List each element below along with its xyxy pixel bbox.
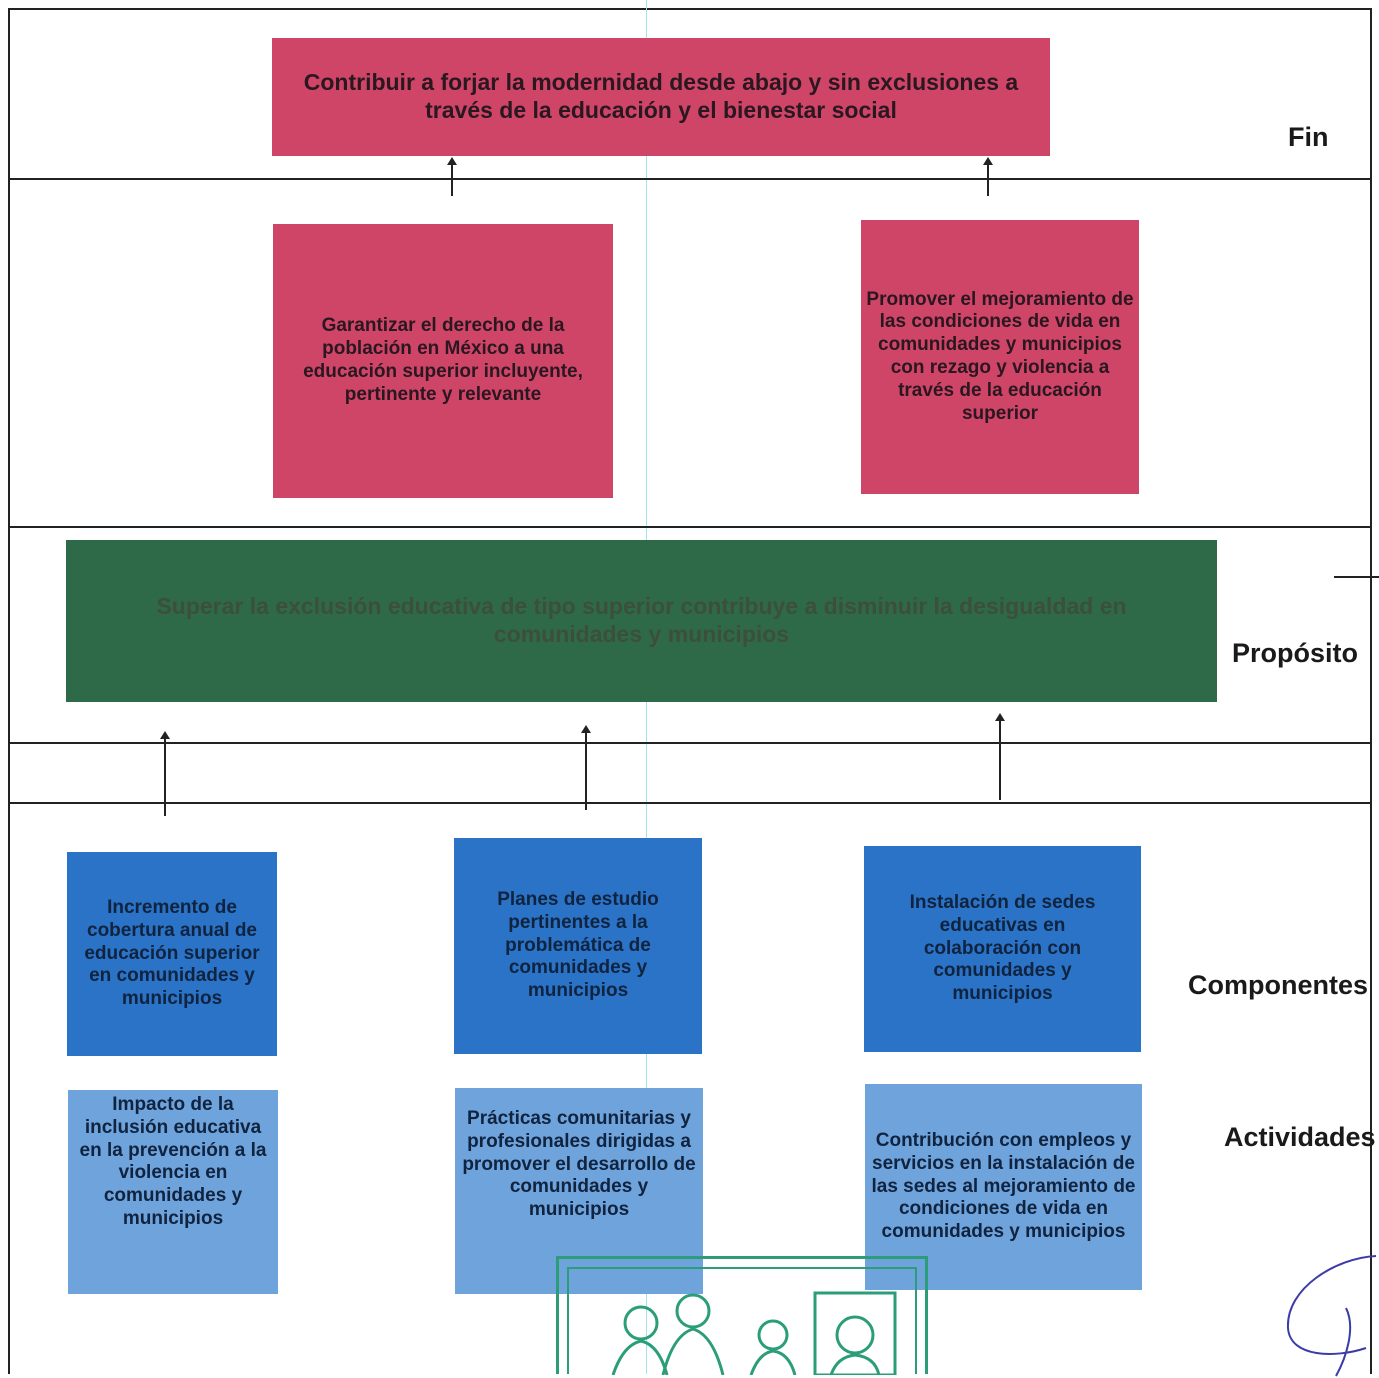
arrow-proposito-center	[581, 725, 591, 810]
signature-icon	[1286, 1255, 1377, 1377]
componente-1-text: Incremento de cobertura anual de educaci…	[84, 897, 260, 1010]
componente-box-3: Instalación de sedes educativas en colab…	[864, 846, 1141, 1052]
actividad-2-text: Prácticas comunitarias y profesionales d…	[462, 1108, 696, 1221]
objective-box-right: Promover el mejoramiento de las condicio…	[861, 220, 1139, 494]
proposito-box-text: Superar la exclusión educativa de tipo s…	[156, 593, 1127, 647]
arrow-fin-right	[983, 157, 993, 196]
componente-box-2: Planes de estudio pertinentes a la probl…	[454, 838, 702, 1054]
actividad-box-1: Impacto de la inclusión educativa en la …	[68, 1090, 278, 1294]
arrow-proposito-right	[995, 713, 1005, 800]
objective-box-left: Garantizar el derecho de la población en…	[273, 224, 613, 498]
actividad-3-text: Contribución con empleos y servicios en …	[871, 1130, 1136, 1243]
separator-middle	[8, 526, 1372, 528]
stamp-inner-border	[567, 1267, 917, 1374]
componente-2-text: Planes de estudio pertinentes a la probl…	[497, 889, 659, 1002]
objective-right-text: Promover el mejoramiento de las condicio…	[866, 288, 1134, 424]
diagram-frame	[8, 8, 1372, 1374]
row-label-actividades: Actividades	[1224, 1122, 1376, 1152]
row-label-componentes: Componentes	[1188, 970, 1369, 1000]
actividad-1-text: Impacto de la inclusión educativa en la …	[79, 1094, 267, 1229]
componente-box-1: Incremento de cobertura anual de educaci…	[67, 852, 277, 1056]
separator-fin	[8, 178, 1372, 180]
objective-left-text: Garantizar el derecho de la población en…	[303, 315, 583, 405]
proposito-box: Superar la exclusión educativa de tipo s…	[66, 540, 1217, 702]
actividad-box-3: Contribución con empleos y servicios en …	[865, 1084, 1142, 1290]
side-tick	[1334, 576, 1379, 578]
fin-box: Contribuir a forjar la modernidad desde …	[272, 38, 1050, 156]
stamp-figures-icon	[611, 1291, 897, 1375]
arrow-proposito-left	[160, 731, 170, 816]
actividad-box-2: Prácticas comunitarias y profesionales d…	[455, 1088, 703, 1294]
fin-box-text: Contribuir a forjar la modernidad desde …	[303, 69, 1019, 123]
separator-proposito	[8, 742, 1372, 744]
row-label-fin: Fin	[1288, 122, 1329, 152]
componente-3-text: Instalación de sedes educativas en colab…	[909, 892, 1096, 1005]
arrow-fin-left	[447, 157, 457, 196]
official-stamp	[556, 1256, 928, 1375]
separator-componentes	[8, 802, 1372, 804]
row-label-proposito: Propósito	[1232, 638, 1358, 668]
